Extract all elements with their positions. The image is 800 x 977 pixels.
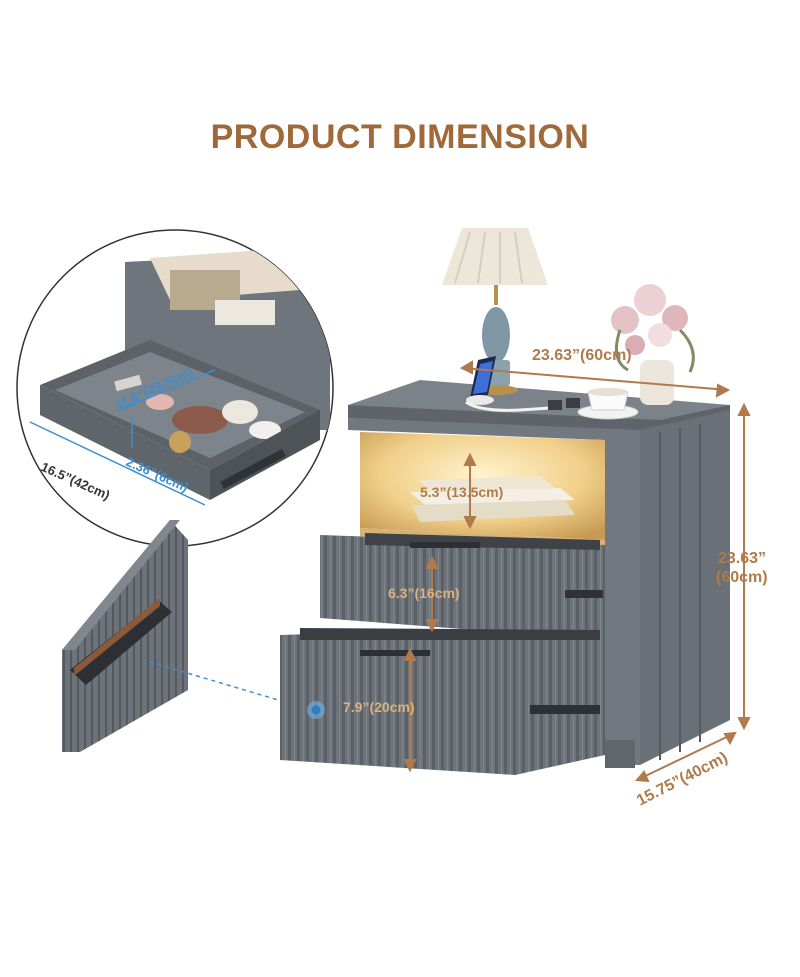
coffee-cup <box>577 388 639 420</box>
page-title: PRODUCT DIMENSION <box>210 118 590 156</box>
dimension-lines <box>403 360 751 783</box>
top-drawer-height-label: 6.3”(16cm) <box>388 585 460 601</box>
flower-vase <box>611 284 695 405</box>
width-dimension-label: 23.63”(60cm) <box>532 347 632 364</box>
nightstand <box>280 380 730 775</box>
handle-closeup <box>62 520 313 752</box>
shelf-height-label: 5.3”(13.5cm) <box>420 484 503 500</box>
height-dimension-label-line1: 23.63” <box>718 550 766 567</box>
height-dimension-label-line2: (60cm) <box>716 569 768 586</box>
phone-charger <box>465 356 580 412</box>
drawer-closeup-callout: 11.6”(29.5cm) 2.36”(6cm) 16.5”(42cm) <box>16 229 334 547</box>
table-lamp <box>442 228 548 395</box>
bottom-drawer-height-label: 7.9”(20cm) <box>343 699 415 715</box>
